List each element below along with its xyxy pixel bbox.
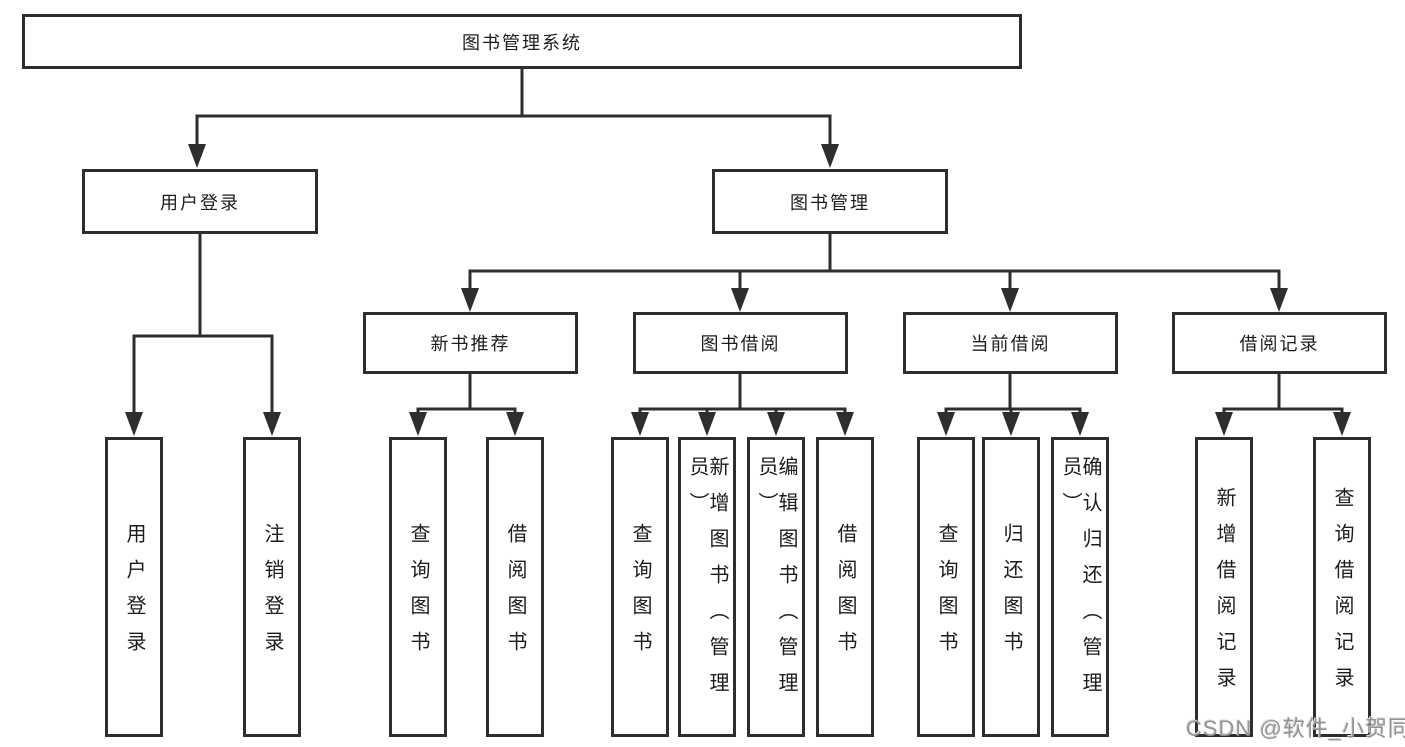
node-user-login: 用户登录 xyxy=(82,169,318,234)
node-new-book-recommend: 新书推荐 xyxy=(363,312,578,374)
leaf-search-books-current: 查询图书 xyxy=(917,437,975,737)
leaf-search-borrow-record: 查询借阅记录 xyxy=(1313,437,1371,737)
leaf-edit-books-admin: 编辑图书（管理员） xyxy=(747,437,805,737)
leaf-add-books-admin: 新增图书（管理员） xyxy=(678,437,736,737)
node-borrowing-records: 借阅记录 xyxy=(1172,312,1387,374)
watermark-text: CSDN @软件_小贺同学 xyxy=(1186,716,1405,741)
node-book-borrowing: 图书借阅 xyxy=(633,312,848,374)
node-current-borrowing: 当前借阅 xyxy=(903,312,1118,374)
leaf-search-books-borrowing: 查询图书 xyxy=(611,437,669,737)
leaf-add-borrow-record: 新增借阅记录 xyxy=(1195,437,1253,737)
leaf-search-books-recommend: 查询图书 xyxy=(389,437,447,737)
leaf-borrow-books-recommend: 借阅图书 xyxy=(486,437,544,737)
leaf-logout-login: 注销登录 xyxy=(243,437,301,737)
node-book-management: 图书管理 xyxy=(712,169,948,234)
leaf-return-books: 归还图书 xyxy=(982,437,1040,737)
leaf-confirm-return-admin: 确认归还（管理员） xyxy=(1051,437,1109,737)
node-root: 图书管理系统 xyxy=(22,14,1022,69)
leaf-user-login: 用户登录 xyxy=(105,437,163,737)
leaf-borrow-books-borrowing: 借阅图书 xyxy=(816,437,874,737)
